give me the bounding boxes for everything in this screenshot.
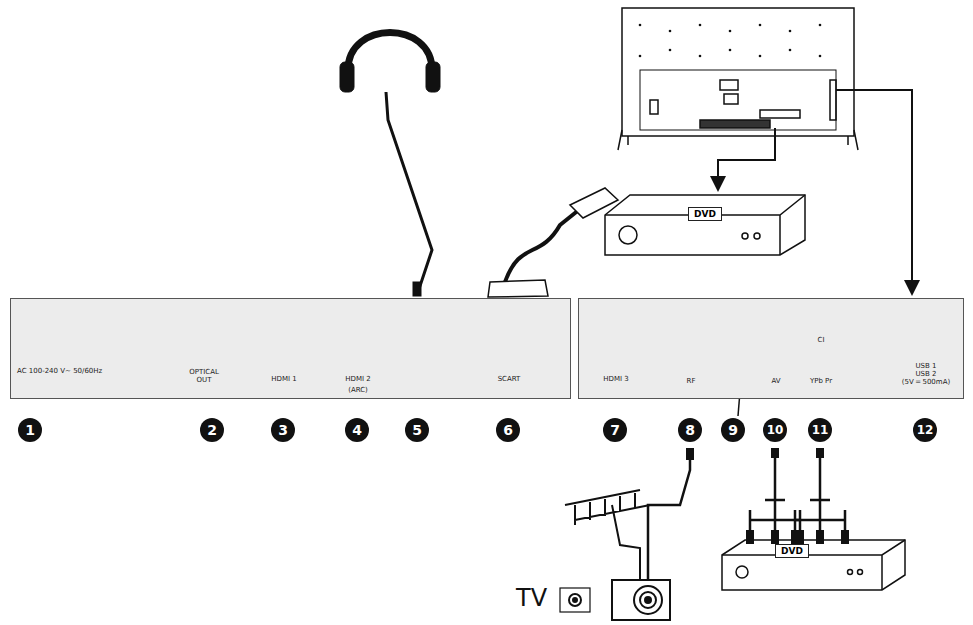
device-label: DVD: [775, 544, 809, 558]
callout-number: 12: [913, 418, 937, 442]
callout-number: 7: [603, 418, 627, 442]
port-label: YPb Pr: [810, 378, 832, 386]
callout-number: 11: [808, 418, 832, 442]
port-label: AC 100-240 V~ 50/60Hz: [17, 368, 102, 376]
port-label: RF: [687, 378, 696, 386]
callout-number: 3: [271, 418, 295, 442]
device-label: DVD: [688, 207, 722, 221]
back-panel: AC 100-240 V~ 50/60Hz OPTICAL OUT HDMI 1 HD…: [10, 298, 571, 399]
port-label: (ARC): [348, 387, 368, 395]
port-label: SCART: [498, 376, 521, 384]
callout-number: 8: [678, 418, 702, 442]
dvd-player: DVD: [722, 540, 905, 590]
port-label: HDMI 1: [271, 376, 296, 384]
port-label: USB 1: [915, 363, 936, 371]
callout-number: 10: [763, 418, 787, 442]
port-label: HDMI 3: [603, 376, 628, 384]
socket-label: TV: [516, 584, 547, 612]
callout-number: 2: [200, 418, 224, 442]
port-label: AV: [771, 378, 780, 386]
callout-number: 5: [405, 418, 429, 442]
port-label: OPTICAL OUT: [182, 369, 226, 384]
callout-number: 1: [18, 418, 42, 442]
dvd-player: DVD: [605, 195, 805, 255]
port-label: CI: [818, 337, 825, 345]
callout-number: 4: [345, 418, 369, 442]
back-panel: HDMI 3 RF AV CI YPb Pr USB 1USB 2(5V ═ 500mA): [578, 298, 964, 399]
callout-number: 6: [496, 418, 520, 442]
port-label: USB 2: [915, 371, 936, 379]
callout-number: 9: [721, 418, 745, 442]
port-label: (5V ═ 500mA): [902, 379, 950, 387]
port-label: HDMI 2: [345, 376, 370, 384]
